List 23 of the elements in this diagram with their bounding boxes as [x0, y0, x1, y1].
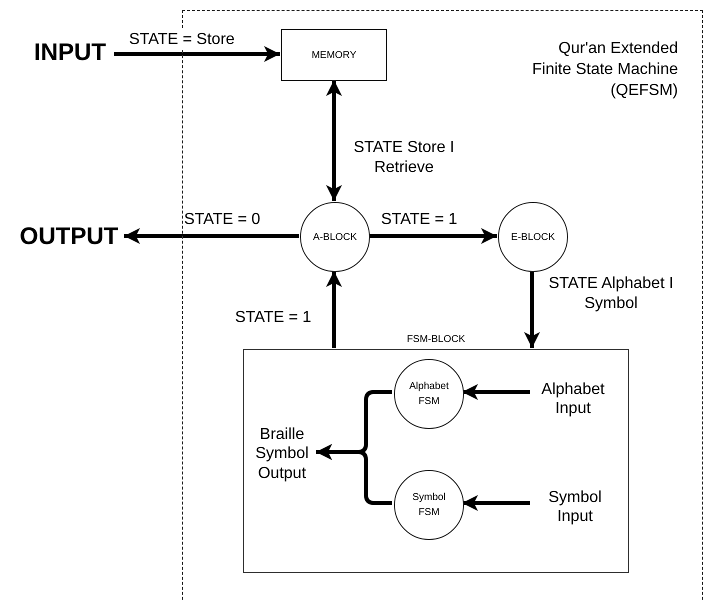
region-heading: Qur'an Extended Finite State Machine (QEFSM) [531, 39, 678, 101]
double-arrow [326, 80, 342, 201]
arrow [369, 228, 497, 244]
arrow [462, 495, 530, 511]
input-label: Alphabet Input [532, 378, 614, 420]
input-label: Braille Symbol Output [248, 422, 316, 486]
input-label: Symbol Input [532, 486, 618, 528]
arrow [326, 271, 342, 348]
terminal-label: OUTPUT [14, 222, 124, 252]
arrow [316, 444, 392, 505]
node-label: Symbol FSM [411, 491, 447, 520]
process-box [281, 29, 387, 81]
terminal-label: INPUT [28, 38, 112, 68]
arrow [462, 384, 530, 400]
arrow [524, 271, 540, 348]
node-label: MEMORY [312, 48, 356, 62]
arrow [114, 46, 280, 62]
edge-label: STATE = Store [128, 30, 236, 50]
node-label: A-BLOCK [313, 230, 357, 244]
node-label: E-BLOCK [511, 230, 555, 244]
arrow [124, 228, 299, 244]
block-heading: FSM-BLOCK [406, 334, 466, 345]
node-label: Alphabet FSM [408, 380, 450, 409]
